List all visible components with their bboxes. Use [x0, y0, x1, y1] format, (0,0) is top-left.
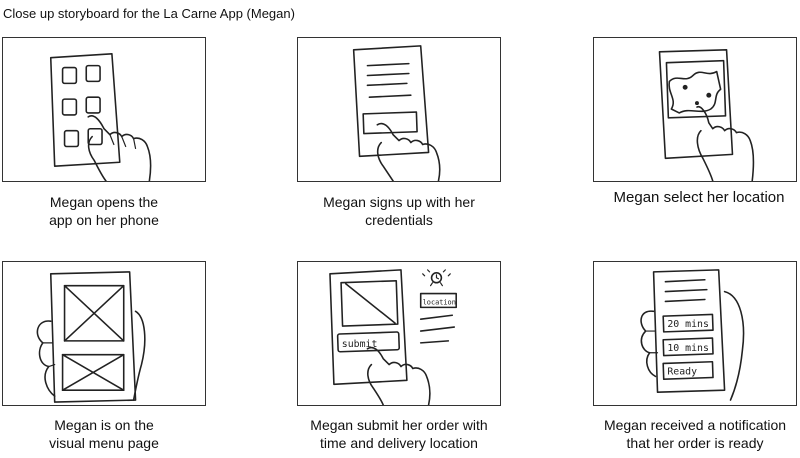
map-location-sketch	[658, 49, 755, 181]
panel-4-caption: Megan is on the visual menu page	[49, 417, 159, 451]
submit-button-sketch: submit	[342, 339, 378, 350]
storyboard-panel-2	[297, 37, 501, 182]
storyboard-panel-4	[2, 261, 206, 406]
storyboard-panel-6: 20 mins 10 mins Ready	[593, 261, 797, 406]
panel-2-caption: Megan signs up with her credentials	[323, 194, 475, 228]
alarm-clock-icon	[430, 272, 443, 284]
time-estimate-2-sketch: 10 mins	[667, 343, 709, 354]
phone-app-grid-sketch	[49, 52, 152, 181]
submit-order-sketch: submit location	[329, 269, 457, 405]
order-ready-sketch: 20 mins 10 mins Ready	[640, 269, 745, 401]
time-estimate-1-sketch: 20 mins	[667, 319, 709, 330]
visual-menu-sketch	[36, 271, 146, 403]
ready-status-sketch: Ready	[667, 366, 697, 377]
storyboard-panel-3	[593, 37, 797, 182]
storyboard-panel-1	[2, 37, 206, 182]
page-title: Close up storyboard for the La Carne App…	[3, 6, 295, 21]
storyboard-panel-5: submit location	[297, 261, 501, 406]
panel-6-caption: Megan received a notification that her o…	[603, 417, 787, 451]
panel-5-caption: Megan submit her order with time and del…	[310, 417, 488, 451]
panel-1-caption: Megan opens the app on her phone	[49, 194, 159, 228]
panel-3-caption: Megan select her location	[613, 189, 785, 206]
location-label-sketch: location	[423, 298, 456, 306]
signup-form-sketch	[352, 45, 441, 181]
